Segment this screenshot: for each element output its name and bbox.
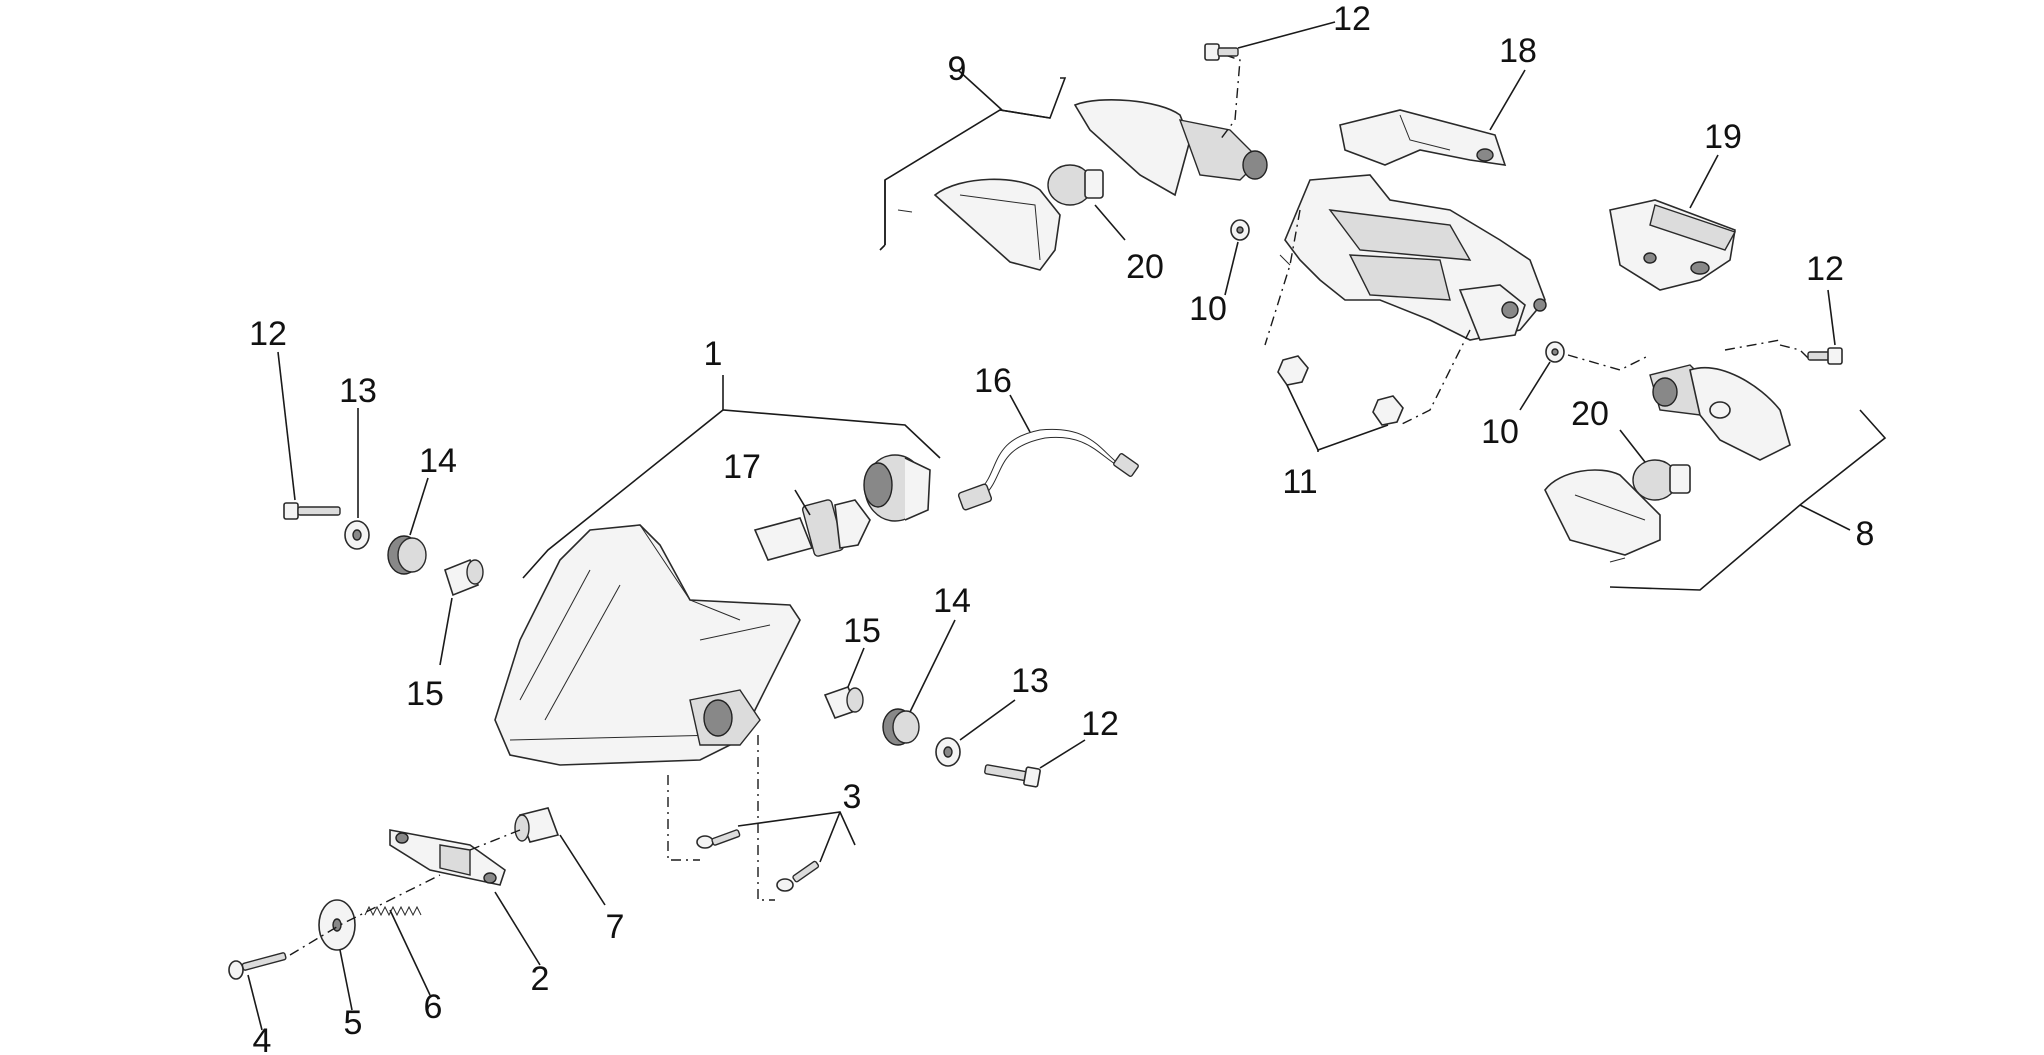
- callout-9: 9: [948, 50, 967, 88]
- callout-5: 5: [344, 1004, 363, 1042]
- callout-3: 3: [843, 778, 862, 816]
- left-indicator-assembly: [879, 21, 1336, 271]
- callout-15a: 15: [406, 675, 444, 713]
- callout-10a: 10: [1189, 290, 1227, 328]
- callout-16: 16: [974, 362, 1012, 400]
- headlight-bulb: [753, 489, 871, 561]
- callout-19: 19: [1704, 118, 1742, 156]
- callout-14a: 14: [419, 442, 457, 480]
- callout-17: 17: [723, 448, 761, 486]
- bulb-rubber-cover: [863, 454, 931, 522]
- callout-4: 4: [253, 1022, 272, 1055]
- callout-12d: 12: [1806, 250, 1844, 288]
- callout-labels: 1 2 3 4 5 6 7 8 9 10 10 11 12 12 12 12 1…: [249, 0, 1874, 1055]
- callout-13a: 13: [339, 372, 377, 410]
- callout-1: 1: [704, 335, 723, 373]
- left-mount-hardware: [277, 351, 484, 666]
- callout-2: 2: [531, 960, 550, 998]
- callout-12a: 12: [1333, 0, 1371, 38]
- callout-18: 18: [1499, 32, 1537, 70]
- callout-20b: 20: [1571, 395, 1609, 433]
- headlight-assembly: [494, 375, 941, 766]
- callout-14b: 14: [933, 582, 971, 620]
- bracket-18: [1339, 69, 1526, 166]
- right-indicator-assembly: [1544, 289, 1887, 591]
- callout-12b: 12: [249, 315, 287, 353]
- callout-6: 6: [424, 988, 443, 1026]
- adjuster-assembly: [228, 807, 606, 1031]
- headlight-screws: [667, 735, 856, 901]
- right-mount-hardware: [823, 619, 1086, 788]
- callout-10b: 10: [1481, 413, 1519, 451]
- bracket-19: [1609, 154, 1737, 291]
- callout-12c: 12: [1081, 705, 1119, 743]
- callout-20a: 20: [1126, 248, 1164, 286]
- callout-13b: 13: [1011, 662, 1049, 700]
- callout-7: 7: [606, 908, 625, 946]
- callout-15b: 15: [843, 612, 881, 650]
- wiring-harness: [957, 394, 1139, 511]
- center-support-bracket: [1224, 174, 1651, 452]
- callout-11: 11: [1282, 463, 1317, 501]
- callout-8: 8: [1856, 515, 1875, 553]
